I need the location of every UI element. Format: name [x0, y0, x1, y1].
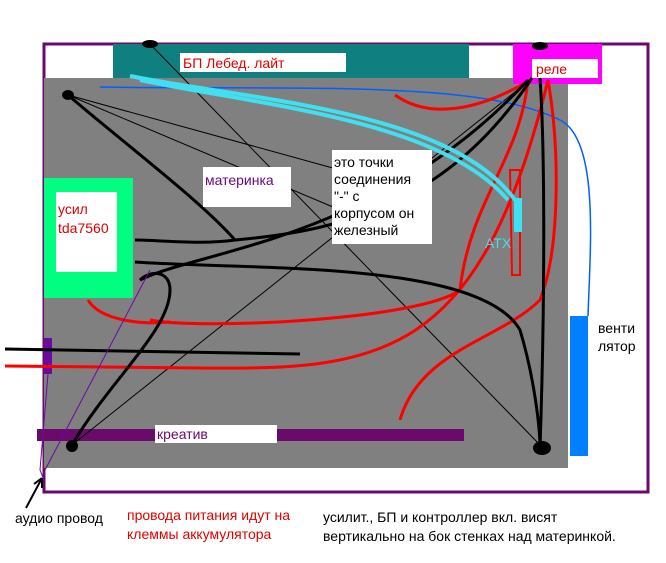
atx-connector [514, 198, 522, 232]
signal-wires [4, 77, 546, 449]
psu-label: БП Лебед. лайт [183, 55, 285, 71]
audio-connector [44, 338, 52, 374]
amp-label-1: усил [58, 201, 88, 217]
ground-note-line: железный [334, 222, 398, 238]
mount-note-2: вертикально на бок стенках над материнко… [323, 528, 616, 544]
amp-label-2: tda7560 [58, 220, 109, 236]
audio-wire-label: аудио провод [15, 510, 103, 526]
atx-label: ATX [485, 235, 512, 251]
psu-label-bg [180, 53, 346, 72]
atx-cable [129, 74, 517, 202]
audio-wire [39, 269, 151, 481]
ground-note-bg [332, 150, 432, 244]
ground-lines [67, 43, 541, 446]
ground-note: это точки соединения "-" с корпусом он ж… [334, 154, 414, 238]
fan-wire [99, 86, 592, 317]
ground-note-line: это точки [334, 154, 394, 170]
ground-note-line: соединения [334, 171, 411, 187]
motherboard-label-bg [203, 167, 291, 207]
relay-label-bg [532, 59, 598, 78]
relay-label: реле [536, 61, 567, 77]
arrow-icon [25, 477, 43, 509]
creative-label-bg [155, 425, 277, 443]
fan-block [570, 316, 588, 456]
creative-label: креатив [157, 426, 208, 442]
amp-label-bg [56, 192, 117, 272]
mount-note-1: усилит., БП и контроллер вкл. висят [323, 509, 558, 525]
ground-points [62, 40, 551, 455]
power-note-1: провода питания идут на [127, 507, 290, 523]
power-note-2: клеммы аккумулятора [127, 526, 272, 542]
motherboard-label: материнка [205, 172, 274, 188]
ground-note-line: корпусом он [334, 205, 414, 221]
fan-label-1: венти [598, 320, 635, 336]
fan-label-2: лятор [598, 338, 636, 354]
ground-note-line: "-" с [334, 188, 360, 204]
